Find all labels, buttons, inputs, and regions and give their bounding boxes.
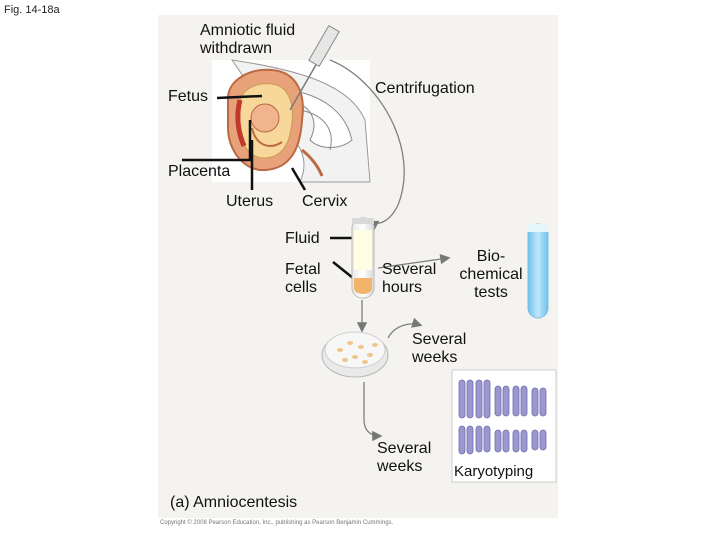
centrifuge-tube (351, 217, 375, 299)
amniotic-fluid-label: Amniotic fluid withdrawn (200, 22, 296, 57)
process-arrows (329, 59, 451, 442)
anatomy-illustration (212, 59, 371, 183)
cervix-label: Cervix (302, 193, 348, 210)
panel-title: (a) Amniocentesis (170, 494, 298, 511)
placenta-label: Placenta (168, 163, 231, 180)
leader-lines (182, 94, 359, 283)
several-weeks-label-2: Several weeks (377, 440, 432, 475)
fetus-label: Fetus (168, 88, 209, 105)
copyright-notice: Copyright © 2008 Pearson Education, Inc.… (160, 520, 394, 526)
several-hours-label: Several hours (382, 261, 437, 296)
figure-label: Fig. 14-18a (4, 4, 60, 16)
several-weeks-label-1: Several weeks (412, 331, 467, 366)
biochemical-tests-label: Bio- chemical tests (459, 248, 523, 301)
biochemical-test-tube (527, 223, 549, 319)
fluid-label: Fluid (285, 230, 320, 247)
syringe (289, 24, 340, 111)
petri-dish (321, 331, 389, 378)
fetal-cells-label: Fetal cells (285, 261, 321, 296)
uterus-label: Uterus (226, 193, 274, 210)
centrifugation-label: Centrifugation (375, 80, 475, 97)
karyotyping-label: Karyotyping (454, 463, 534, 480)
